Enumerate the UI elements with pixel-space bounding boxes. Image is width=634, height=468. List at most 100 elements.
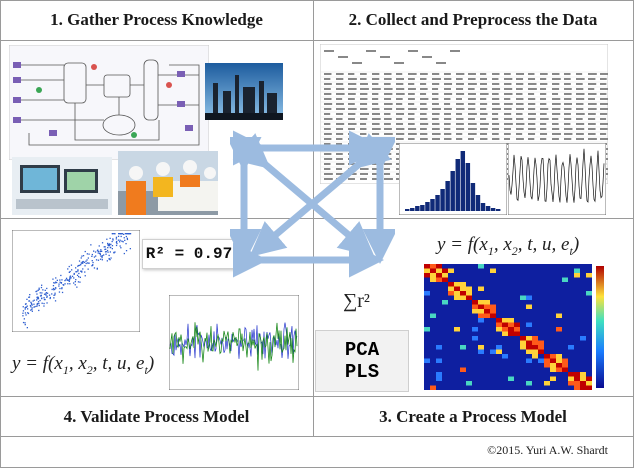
sheet-cell xyxy=(504,168,511,170)
heatmap-cell xyxy=(424,327,430,332)
scatter-point xyxy=(86,253,88,255)
sheet-cell xyxy=(588,128,596,130)
heatmap-cell xyxy=(496,322,502,327)
sheet-cell xyxy=(444,133,452,135)
sheet-cell xyxy=(456,88,464,90)
scatter-point xyxy=(129,233,132,235)
scatter-point xyxy=(54,300,57,302)
sheet-cell xyxy=(348,113,356,115)
scatter-point xyxy=(24,303,27,305)
scatter-point xyxy=(26,327,28,329)
sheet-cell xyxy=(576,78,585,80)
heatmap-cell xyxy=(508,322,514,327)
sheet-cell xyxy=(492,78,499,80)
scatter-point xyxy=(78,264,80,267)
scatter-point xyxy=(39,299,41,302)
heatmap-cell xyxy=(430,268,436,273)
sheet-cell xyxy=(480,138,488,140)
heatmap-cell xyxy=(538,345,544,350)
scatter-point xyxy=(28,296,31,298)
sheet-cell xyxy=(492,73,500,75)
heatmap-cell xyxy=(568,381,574,386)
scatter-point xyxy=(116,242,118,245)
heatmap-cell xyxy=(526,336,532,341)
scatter-point xyxy=(68,279,70,282)
heatmap-cell xyxy=(496,327,502,332)
scatter-point xyxy=(74,284,76,286)
sheet-cell xyxy=(432,78,441,80)
sheet-cell xyxy=(384,83,391,85)
scatter-point xyxy=(120,247,122,249)
scatter-point xyxy=(69,279,71,281)
scatter-point xyxy=(24,308,26,310)
scatter-point xyxy=(80,257,82,259)
scatter-point xyxy=(35,290,37,293)
heatmap-cell xyxy=(478,286,484,291)
sheet-cell xyxy=(324,88,331,90)
scatter-point xyxy=(122,241,124,243)
sheet-cell xyxy=(348,88,357,90)
scatter-point xyxy=(36,297,38,299)
sheet-cell xyxy=(384,113,391,115)
heatmap-cell xyxy=(580,372,586,377)
sheet-cell xyxy=(564,138,572,140)
sheet-cell xyxy=(444,98,451,100)
engineers-photo xyxy=(118,151,218,215)
heatmap-cell xyxy=(502,322,508,327)
heatmap-cell xyxy=(478,345,484,350)
sheet-cell xyxy=(540,118,549,120)
sheet-cell xyxy=(336,83,344,85)
scatter-point xyxy=(109,251,111,253)
sheet-cell xyxy=(396,73,403,75)
sheet-cell xyxy=(336,113,344,115)
scatter-point xyxy=(90,244,92,246)
sheet-cell xyxy=(480,123,489,125)
scatter-point xyxy=(45,292,47,294)
sheet-cell xyxy=(348,73,355,75)
sheet-cell xyxy=(456,108,465,110)
scatter-point xyxy=(46,296,48,298)
sheet-cell xyxy=(564,113,571,115)
heatmap-cell xyxy=(526,345,532,350)
scatter-point xyxy=(30,301,32,303)
sheet-cell xyxy=(516,83,524,85)
scatter-point xyxy=(37,301,40,303)
scatter-point xyxy=(22,312,24,314)
scatter-point xyxy=(37,297,40,300)
sheet-cell xyxy=(600,73,608,75)
sheet-cell xyxy=(588,98,596,100)
heatmap-cell xyxy=(526,358,532,363)
scatter-point xyxy=(56,279,58,281)
sheet-cell xyxy=(516,98,524,100)
heatmap-cell xyxy=(424,291,430,296)
sheet-cell xyxy=(420,83,427,85)
sheet-cell xyxy=(468,123,477,125)
scatter-point xyxy=(116,240,118,243)
heatmap-cell xyxy=(544,354,550,359)
sheet-cell xyxy=(492,103,500,105)
sheet-cell xyxy=(600,128,608,130)
sheet-cell xyxy=(360,103,368,105)
sheet-cell xyxy=(420,118,428,120)
scatter-point xyxy=(106,260,108,262)
sheet-cell xyxy=(348,83,357,85)
histogram-bar xyxy=(420,205,425,211)
histogram-bar xyxy=(440,189,445,211)
sheet-cell xyxy=(324,123,331,125)
scatter-point xyxy=(68,271,70,273)
heatmap-cell xyxy=(484,304,490,309)
scatter-point xyxy=(61,291,64,294)
scatter-point xyxy=(124,233,127,235)
sheet-cell xyxy=(564,78,571,80)
sheet-cell xyxy=(324,108,332,110)
scatter-point xyxy=(104,246,106,248)
scatter-point xyxy=(101,257,103,259)
sheet-cell xyxy=(324,83,332,85)
sheet-cell xyxy=(360,113,369,115)
sheet-cell xyxy=(504,128,512,130)
scatter-point xyxy=(59,287,61,290)
scatter-point xyxy=(113,233,115,235)
heatmap-cell xyxy=(478,309,484,314)
scatter-point xyxy=(98,245,100,247)
sheet-cell xyxy=(528,78,536,80)
